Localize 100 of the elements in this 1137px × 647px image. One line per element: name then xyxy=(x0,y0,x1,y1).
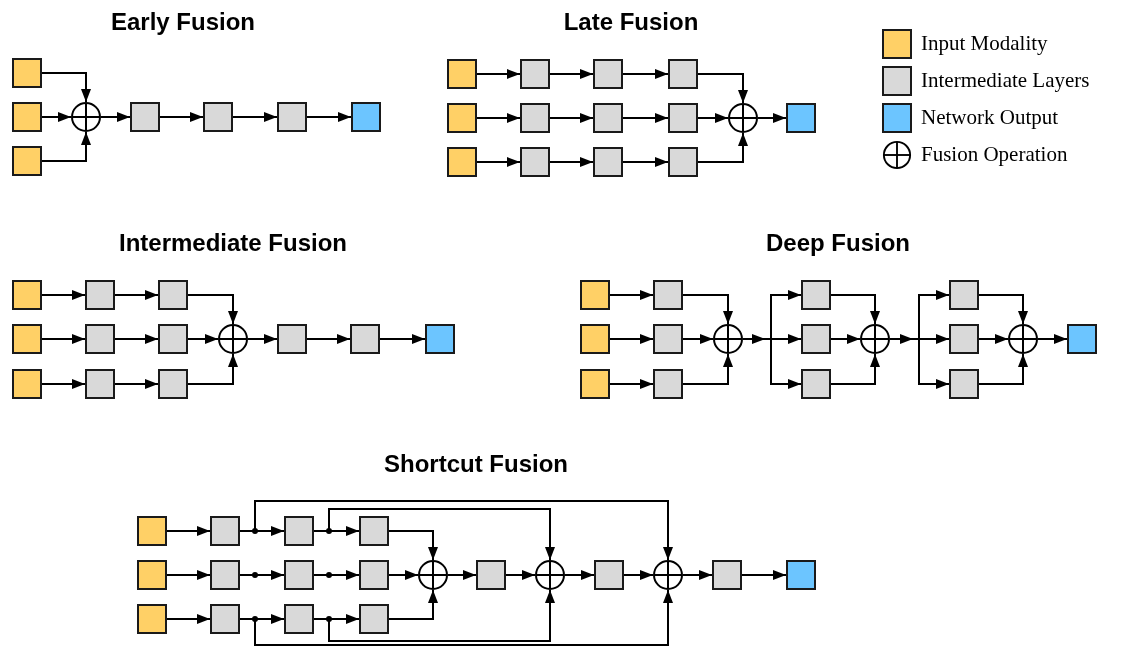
arrow xyxy=(830,294,880,325)
layer-box xyxy=(653,280,683,310)
layer-box xyxy=(668,147,698,177)
layer-box xyxy=(653,369,683,399)
arrow xyxy=(114,379,159,389)
arrow xyxy=(41,131,91,162)
legend-label: Input Modality xyxy=(921,30,1048,58)
arrow xyxy=(447,570,477,580)
arrow xyxy=(388,570,419,580)
arrow xyxy=(622,157,669,167)
arrow xyxy=(187,353,238,385)
section-title: Early Fusion xyxy=(111,7,255,37)
layer-box xyxy=(203,102,233,132)
arrow xyxy=(622,69,669,79)
layer-box xyxy=(801,324,831,354)
arrow xyxy=(682,353,733,385)
layer-box xyxy=(712,560,742,590)
fusion-circle xyxy=(534,559,566,591)
legend-label: Network Output xyxy=(921,104,1059,132)
fusion-circle xyxy=(727,102,759,134)
section-title: Intermediate Fusion xyxy=(119,228,347,258)
output-box xyxy=(425,324,455,354)
arrow xyxy=(41,290,86,300)
layer-box xyxy=(520,59,550,89)
layer-box xyxy=(520,103,550,133)
layer-box xyxy=(594,560,624,590)
arrow xyxy=(830,353,880,385)
layer-box xyxy=(210,604,240,634)
input-box xyxy=(137,516,167,546)
legend-label: Intermediate Layers xyxy=(921,67,1090,95)
arrow xyxy=(549,113,594,123)
input-box xyxy=(580,280,610,310)
input-box xyxy=(12,102,42,132)
arrow xyxy=(114,334,159,344)
arrow xyxy=(609,334,654,344)
input-box xyxy=(447,59,477,89)
arrow xyxy=(239,570,285,580)
output-box xyxy=(351,102,381,132)
arrow xyxy=(41,112,72,122)
fusion-circle xyxy=(859,323,891,355)
arrow xyxy=(564,570,595,580)
input-box xyxy=(12,369,42,399)
layer-box xyxy=(210,516,240,546)
fusion-circle xyxy=(1007,323,1039,355)
arrow xyxy=(697,132,748,163)
arrow xyxy=(830,334,861,344)
layer-box xyxy=(158,280,188,310)
arrow xyxy=(609,290,654,300)
arrow xyxy=(247,334,278,344)
arrow xyxy=(379,334,426,344)
arrow xyxy=(741,570,787,580)
arrow xyxy=(100,112,131,122)
arrow xyxy=(41,379,86,389)
section-title: Deep Fusion xyxy=(766,228,910,258)
arrow xyxy=(1037,334,1068,344)
layer-box xyxy=(359,604,389,634)
arrow xyxy=(476,113,521,123)
arrow xyxy=(232,112,278,122)
layer-box xyxy=(593,59,623,89)
fusion-circle xyxy=(70,101,102,133)
input-box xyxy=(447,103,477,133)
layer-box xyxy=(158,369,188,399)
input-box xyxy=(580,324,610,354)
arrow xyxy=(41,334,86,344)
fusion-circle xyxy=(217,323,249,355)
fusion-circle xyxy=(712,323,744,355)
layer-box xyxy=(158,324,188,354)
layer-box xyxy=(801,280,831,310)
layer-box xyxy=(359,516,389,546)
layer-box xyxy=(476,560,506,590)
layer-box xyxy=(593,147,623,177)
arrow xyxy=(549,157,594,167)
arrow xyxy=(187,294,238,325)
layer-box xyxy=(85,280,115,310)
arrow xyxy=(313,570,360,580)
arrow xyxy=(166,614,211,624)
arrow xyxy=(313,508,555,561)
arrow xyxy=(505,570,536,580)
layer-box xyxy=(130,102,160,132)
arrow xyxy=(623,570,654,580)
layer-box xyxy=(284,560,314,590)
arrow xyxy=(187,334,219,344)
arrow xyxy=(757,113,787,123)
arrow xyxy=(549,69,594,79)
layer-box xyxy=(85,324,115,354)
output-box xyxy=(786,560,816,590)
arrow xyxy=(306,334,351,344)
layer-box xyxy=(949,324,979,354)
layer-box xyxy=(359,560,389,590)
arrow xyxy=(114,290,159,300)
layer-box xyxy=(210,560,240,590)
arrow xyxy=(682,294,733,325)
fusion-circle xyxy=(417,559,449,591)
input-box xyxy=(12,146,42,176)
layer-box xyxy=(949,280,979,310)
arrow xyxy=(159,112,204,122)
layer-box xyxy=(277,324,307,354)
section-title: Late Fusion xyxy=(563,7,699,37)
arrow xyxy=(41,72,91,103)
layer-box xyxy=(593,103,623,133)
